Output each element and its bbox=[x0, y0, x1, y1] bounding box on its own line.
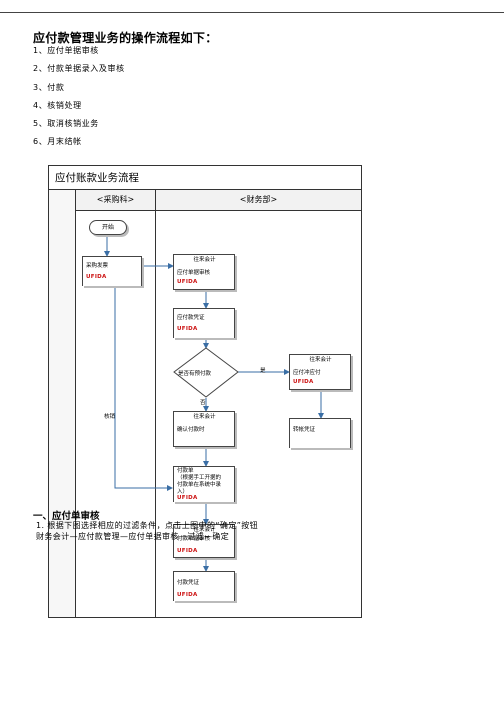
ap-voucher-label: 应付款凭证 bbox=[177, 315, 205, 321]
verify-label: 核销 bbox=[104, 414, 116, 420]
ap-voucher-box: 应付款凭证 UFIDA bbox=[173, 308, 235, 338]
instruction-path: 财务会计—应付款管理—应付单据审核—过滤—确定 bbox=[36, 532, 230, 541]
section-heading: 一、应付单审核 bbox=[33, 511, 100, 522]
flowchart-title: 应付账款业务流程 bbox=[49, 166, 361, 190]
lane-divider bbox=[155, 190, 156, 617]
lane-finance: <财务部> bbox=[239, 195, 278, 204]
payment-slip-line4: 入） bbox=[177, 489, 189, 495]
step-item: 4、核销处理 bbox=[33, 100, 82, 110]
decision-label: 是否有预付款 bbox=[178, 371, 212, 377]
step-item: 6、月末结帐 bbox=[33, 137, 82, 147]
lane-label-column bbox=[49, 190, 76, 617]
step-item: 1、应付单据审核 bbox=[33, 46, 99, 55]
ufida-logo: UFIDA bbox=[177, 326, 198, 332]
payment-slip-line3: 付款单在系统中录 bbox=[177, 482, 222, 488]
payment-voucher-box: 付款凭证 UFIDA bbox=[173, 571, 235, 601]
ufida-logo: UFIDA bbox=[177, 592, 198, 598]
no-label: 否 bbox=[200, 400, 206, 406]
prepay-label: 应付冲应付 bbox=[293, 370, 321, 376]
purchase-invoice-box: 采购发票 UFIDA bbox=[82, 256, 142, 286]
step-item: 5、取消核销业务 bbox=[33, 119, 99, 129]
ufida-logo: UFIDA bbox=[177, 279, 198, 285]
step-list: 1、应付单据审核 2、付款单据录入及审核 3、付款 4、核销处理 5、取消核销业… bbox=[33, 45, 125, 155]
payment-voucher-label: 付款凭证 bbox=[177, 580, 200, 586]
confirm-label: 确认付款时 bbox=[177, 427, 205, 433]
transfer-voucher-box: 转帐凭证 bbox=[289, 418, 351, 448]
confirm-role: 往来会计 bbox=[193, 414, 216, 420]
purchase-invoice-label: 采购发票 bbox=[86, 263, 109, 269]
page-title: 应付款管理业务的操作流程如下： bbox=[33, 31, 218, 45]
payment-review-box: 往来会计 付款单据审核 UFIDA bbox=[173, 524, 235, 558]
lane-header-row bbox=[76, 190, 361, 211]
ufida-logo: UFIDA bbox=[177, 495, 198, 501]
yes-label: 是 bbox=[260, 368, 266, 374]
payment-slip-line1: 付款单 bbox=[177, 468, 194, 474]
top-rule bbox=[0, 12, 504, 13]
flowchart: 应付账款业务流程 <采购科> <财务部> 开始 采购发票 bbox=[48, 165, 362, 618]
confirm-payment-box: 往来会计 确认付款时 bbox=[173, 411, 235, 447]
instruction-line: 1. 根据下图选择相应的过滤条件，点击上图中的“确定”按钮 bbox=[36, 521, 259, 530]
start-node: 开始 bbox=[89, 220, 127, 235]
ufida-logo: UFIDA bbox=[177, 548, 198, 554]
payment-slip-line2: （根据手工开据的 bbox=[177, 475, 222, 481]
instruction-text: 1. 根据下图选择相应的过滤条件，点击上图中的“确定”按钮 财务会计—应付款管理… bbox=[36, 520, 258, 542]
ap-review-box: 往来会计 应付单据审核 UFIDA bbox=[173, 254, 235, 290]
payment-slip-box: 付款单 （根据手工开据的 付款单在系统中录 入） UFIDA bbox=[173, 466, 235, 502]
ap-review-role: 往来会计 bbox=[193, 257, 216, 263]
decision-diamond bbox=[173, 347, 239, 398]
lane-purchasing: <采购科> bbox=[96, 195, 135, 204]
review-role: 往来会计 bbox=[193, 527, 216, 533]
prepay-offset-box: 往来会计 应付冲应付 UFIDA bbox=[289, 354, 351, 390]
ufida-logo: UFIDA bbox=[86, 274, 107, 280]
step-item: 2、付款单据录入及审核 bbox=[33, 64, 125, 74]
transfer-voucher-label: 转帐凭证 bbox=[293, 427, 316, 433]
review-label: 付款单据审核 bbox=[177, 536, 211, 542]
flow-connectors bbox=[104, 232, 324, 572]
ufida-logo: UFIDA bbox=[293, 379, 314, 385]
ap-review-label: 应付单据审核 bbox=[177, 270, 211, 276]
step-item: 3、付款 bbox=[33, 82, 65, 92]
prepay-role: 往来会计 bbox=[309, 357, 332, 363]
